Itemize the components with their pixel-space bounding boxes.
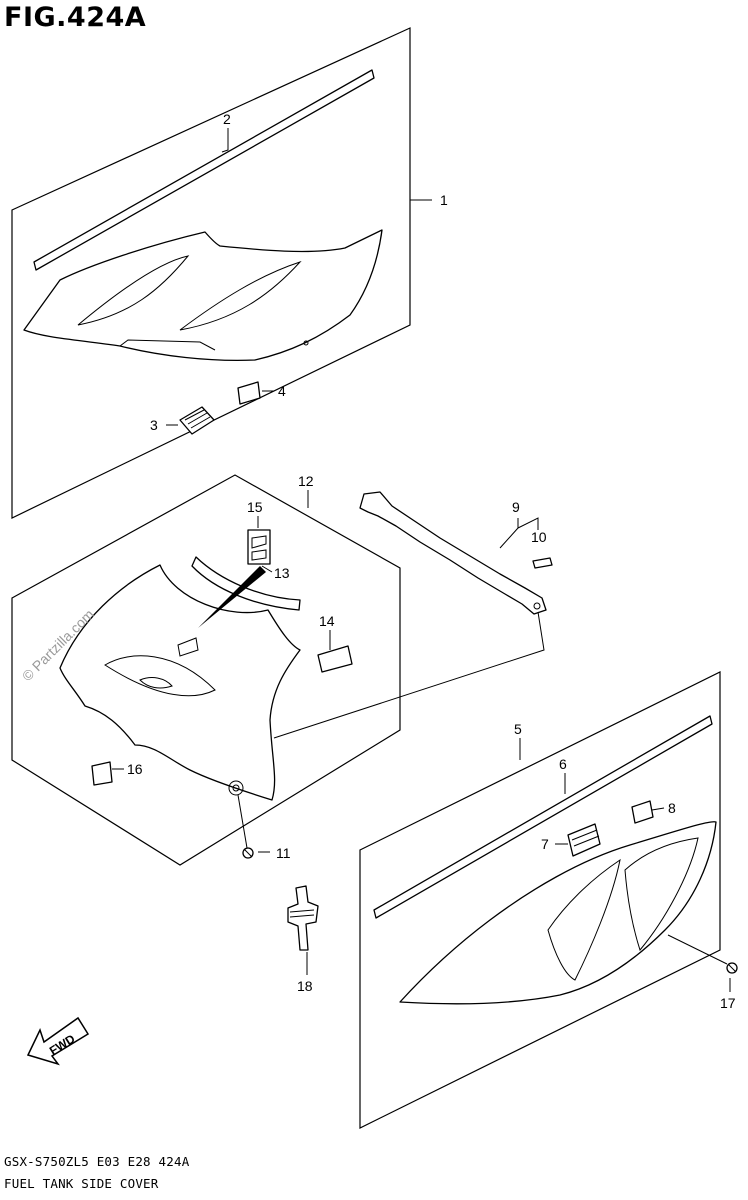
trim-strip-6[interactable] [373,715,713,919]
fwd-arrow: FWD [26,1016,90,1066]
callout-5: 5 [514,721,522,737]
fastener-3[interactable] [179,406,215,435]
callout-12: 12 [298,473,314,489]
group-box-5 [359,671,721,1129]
clip-18[interactable] [287,885,319,951]
center-cover-12[interactable] [59,564,301,801]
callout-13: 13 [274,565,290,581]
callout-18: 18 [297,978,313,994]
callout-2: 2 [223,111,231,127]
callout-8: 8 [668,800,676,816]
emblem-15[interactable] [247,529,271,565]
fastener-7[interactable] [567,823,601,857]
footer-model-line: GSX-S750ZL5 E03 E28 424A [4,1154,190,1169]
pad-14[interactable] [317,645,353,673]
callout-16: 16 [127,761,143,777]
trim-strip-2[interactable] [33,69,375,271]
leader-17 [667,934,728,965]
group-box-1 [11,27,411,519]
side-cover-1[interactable] [23,229,383,362]
figure-title: FIG.424A [4,2,147,33]
emblem-pointer [198,566,266,628]
callout-4: 4 [278,383,286,399]
side-cover-5[interactable] [399,821,717,1005]
leader-9-cover [273,611,545,739]
footer-caption: FUEL TANK SIDE COVER [4,1176,159,1191]
callout-7: 7 [541,836,549,852]
callout-3: 3 [150,417,158,433]
leader-11 [237,794,248,849]
bracket-9[interactable] [359,491,547,615]
pad-8[interactable] [631,800,654,824]
callout-6: 6 [559,756,567,772]
group-box-12 [11,474,401,866]
screw-11[interactable] [242,847,254,859]
callout-1: 1 [440,192,448,208]
callout-11: 11 [276,845,291,861]
callout-10: 10 [531,529,547,545]
callout-17: 17 [720,995,736,1011]
callout-15: 15 [247,499,263,515]
pad-4[interactable] [237,381,261,405]
pad-10[interactable] [532,557,553,569]
curved-strip-13[interactable] [191,556,301,611]
pad-16[interactable] [91,761,113,786]
callout-9: 9 [512,499,520,515]
callout-leaders [112,128,731,992]
screw-17[interactable] [726,962,738,974]
callout-14: 14 [319,613,335,629]
